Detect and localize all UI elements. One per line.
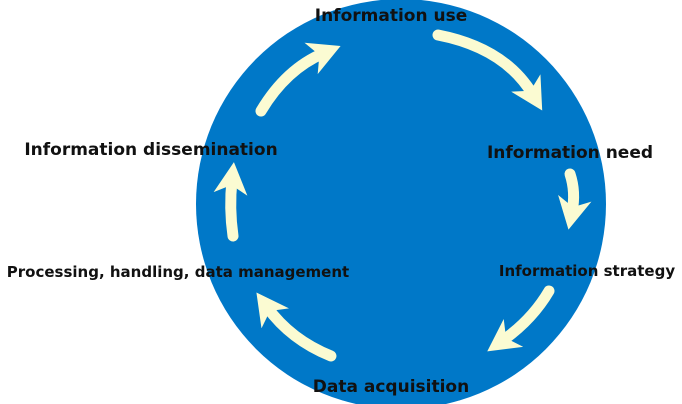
stage-label-information-strategy: Information strategy bbox=[499, 262, 675, 280]
arrow-strategy-to-acquisition bbox=[487, 285, 555, 352]
cycle-circle bbox=[196, 0, 606, 404]
stage-label-data-acquisition: Data acquisition bbox=[313, 377, 469, 397]
stage-label-information-dissemination: Information dissemination bbox=[24, 140, 277, 160]
arrow-use-to-need bbox=[432, 29, 543, 111]
stage-label-processing: Processing, handling, data management bbox=[7, 263, 349, 281]
stage-label-information-need: Information need bbox=[487, 143, 653, 163]
arrow-dissemination-to-use bbox=[255, 42, 341, 117]
arrow-need-to-strategy bbox=[558, 168, 592, 230]
arrow-processing-to-dissemination bbox=[213, 162, 248, 242]
stage-label-information-use: Information use bbox=[315, 6, 467, 26]
arrow-acquisition-to-processing bbox=[256, 292, 337, 362]
